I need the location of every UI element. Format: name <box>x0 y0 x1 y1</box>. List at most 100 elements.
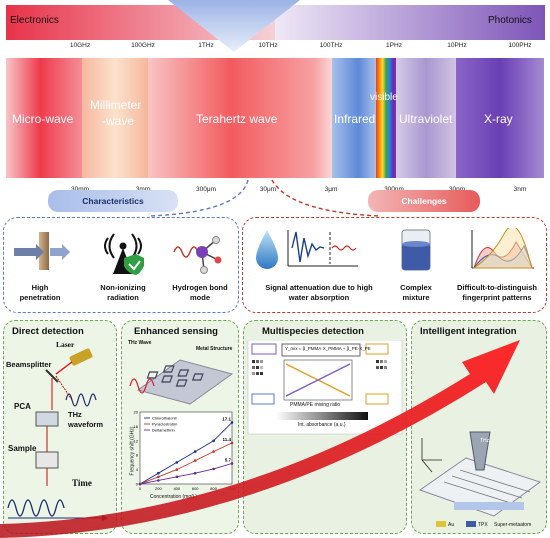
hydrogen-bond-icon <box>173 236 222 274</box>
chart-ylabel: Frequency shift (GHz) <box>129 426 136 476</box>
freq-label: 10PHz <box>447 42 467 49</box>
thz-source-label: THz <box>480 438 490 444</box>
chart-point <box>193 471 197 475</box>
waveform-label: waveform <box>68 420 104 429</box>
chal-label-3b: fingerprint patterns <box>462 293 532 302</box>
band-microwave <box>6 58 82 178</box>
chal-label-1a: Signal attenuation due to high <box>265 283 373 292</box>
label-mmwave-2: -wave <box>102 114 135 128</box>
chart-xlabel: Concentration (mg/L) <box>150 494 197 500</box>
wavelength-label: 3μm <box>324 186 338 193</box>
chart-x-tick: 800 <box>210 486 217 491</box>
equation-label: Y_mix = β_PMMA·X_PMMA + β_PE·X_PE <box>285 346 371 351</box>
label-visible: visible <box>370 92 398 103</box>
chart-point <box>212 450 215 453</box>
thz-label: THz <box>68 410 82 419</box>
chart-point <box>157 479 160 482</box>
characteristics-panel <box>3 217 239 313</box>
chart-y-tick: 20 <box>134 410 139 415</box>
label-xray: X-ray <box>484 112 513 126</box>
chart-x-tick: 600 <box>192 486 199 491</box>
freq-label: 10THz <box>258 42 278 49</box>
wavelength-label: 30nm <box>449 186 465 193</box>
chart-x-tick: 200 <box>155 486 162 491</box>
band-visible <box>376 58 396 178</box>
char-label-2a: Non-ionizing <box>100 283 146 292</box>
band-infrared <box>332 58 376 178</box>
beamsplitter-label: Beamsplitter <box>6 360 52 369</box>
mixing-ratio-label: PMMA/PE mixing ratio <box>290 402 341 408</box>
chart-x-tick: 400 <box>173 486 180 491</box>
beaker-icon <box>401 229 431 271</box>
label-infrared: Infrared <box>334 112 376 126</box>
multi-title: Multispecies detection <box>262 326 364 337</box>
intelligent-title: Intelligent integration <box>420 326 517 337</box>
chart-end-label: 11.4 <box>222 437 231 442</box>
label-mmwave-1: Millimeter <box>90 98 142 112</box>
antenna-icon <box>104 233 144 275</box>
integration-device <box>418 431 542 527</box>
chart-point <box>193 459 197 462</box>
wavelength-label: 3mm <box>136 186 150 193</box>
thz-wave-label: THz Wave <box>128 340 152 346</box>
label-thz: Terahertz wave <box>196 112 278 126</box>
photonics-arrow <box>275 5 545 40</box>
freq-label: 10GHz <box>69 42 91 49</box>
wavelength-label: 30μm <box>259 186 277 193</box>
chart-point <box>193 450 197 453</box>
char-label-3b: mode <box>189 293 210 302</box>
chart-legend-entry: Pyraclostrobin <box>152 422 177 427</box>
chart-point <box>157 471 160 475</box>
label-uv: Ultraviolet <box>399 112 453 126</box>
wavelength-label: 30mm <box>71 186 89 193</box>
pca-label: PCA <box>14 402 31 411</box>
sensing-title: Enhanced sensing <box>134 326 218 337</box>
meta-atom-label: Super-metaatom <box>494 522 532 528</box>
freq-label: 100THz <box>319 42 343 49</box>
characteristics-pill: Characteristics <box>48 190 178 212</box>
chart-legend-entry: Deltamethrin <box>152 428 175 433</box>
chart-point <box>175 468 179 471</box>
laser-label: Laser <box>56 340 75 349</box>
freq-label: 1THz <box>198 42 214 49</box>
chart-x-tick: 1000 <box>228 486 236 491</box>
connector-curves <box>149 179 381 217</box>
chal-label-1b: water absorption <box>288 293 350 302</box>
band-thz <box>148 58 332 178</box>
char-label-1a: High <box>31 283 49 292</box>
chart-point <box>230 421 234 424</box>
band-xray <box>456 58 544 178</box>
penetration-icon <box>14 232 70 270</box>
chart-end-label: 17.1 <box>222 416 231 421</box>
electronics-label: Electronics <box>10 15 59 26</box>
challenges-pill: Challenges <box>368 190 480 212</box>
chart-end-label: 5.7 <box>225 457 232 462</box>
photonics-label: Photonics <box>488 15 532 26</box>
label-microwave: Micro-wave <box>12 112 74 126</box>
char-label-2b: radiation <box>107 293 139 302</box>
wavelength-label: 300nm <box>384 186 404 193</box>
chart-legend-entry: Chlorothalonil <box>152 416 177 421</box>
attenuation-signal-icon <box>287 230 358 267</box>
chart-y-tick: 8 <box>136 453 139 458</box>
chart-point <box>212 439 215 443</box>
absorbance-label: Int. absorbance (a.u.) <box>298 422 346 428</box>
chart-y-tick: 4 <box>136 467 139 472</box>
challenges-panel <box>242 217 547 313</box>
chal-label-3a: Difficult-to-distinguish <box>457 283 537 292</box>
sample-label: Sample <box>8 444 37 453</box>
chart-point <box>157 475 160 479</box>
freq-label: 100PHz <box>508 42 532 49</box>
freq-label: 1PHz <box>386 42 402 49</box>
direct-detection-diagram <box>7 348 108 521</box>
wavelength-label: 300μm <box>195 186 217 193</box>
direct-title: Direct detection <box>12 326 84 337</box>
chart-point <box>212 467 215 471</box>
chart-point <box>230 441 234 445</box>
au-label: Au <box>448 522 455 528</box>
center-triangle <box>168 0 300 52</box>
band-mmwave <box>82 58 148 178</box>
chart-point <box>175 461 179 464</box>
tpx-label: TPX <box>478 522 488 528</box>
